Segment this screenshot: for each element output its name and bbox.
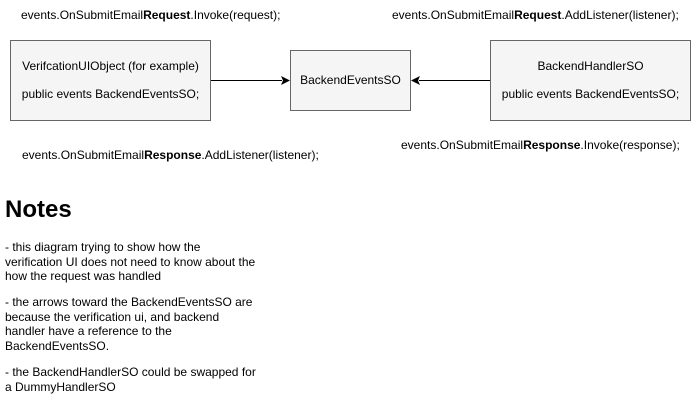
box-title: BackendEventsSO bbox=[300, 73, 401, 87]
verification-ui-object-box: VerifcationUIObject (for example) public… bbox=[10, 40, 211, 121]
response-invoke-label: events.OnSubmitEmailResponse.Invoke(resp… bbox=[401, 138, 680, 152]
label-text: events.OnSubmitEmail bbox=[401, 138, 524, 152]
request-addlistener-label: events.OnSubmitEmailRequest.AddListener(… bbox=[392, 8, 679, 22]
label-text: .Invoke(response); bbox=[580, 138, 680, 152]
label-text: events.OnSubmitEmail bbox=[22, 148, 145, 162]
label-text: events.OnSubmitEmail bbox=[21, 8, 144, 22]
box-title: VerifcationUIObject (for example) bbox=[22, 59, 199, 73]
response-addlistener-label: events.OnSubmitEmailResponse.AddListener… bbox=[22, 148, 319, 162]
backend-events-so-box: BackendEventsSO bbox=[290, 50, 411, 111]
label-text: .AddListener(listener); bbox=[201, 148, 319, 162]
notes-heading: Notes bbox=[5, 196, 72, 223]
label-bold-text: Response bbox=[144, 148, 202, 162]
ui-to-events-arrowhead bbox=[281, 76, 290, 85]
note-item: - the BackendHandlerSO could be swapped … bbox=[5, 365, 256, 394]
note-item: - the arrows toward the BackendEventsSO … bbox=[5, 295, 253, 353]
label-text: .Invoke(request); bbox=[190, 8, 281, 22]
box-field: public events BackendEventsSO; bbox=[501, 87, 680, 101]
box-title: BackendHandlerSO bbox=[537, 59, 644, 73]
label-text: events.OnSubmitEmail bbox=[392, 8, 515, 22]
handler-to-events-arrowhead bbox=[411, 76, 420, 85]
note-item: - this diagram trying to show how the ve… bbox=[5, 240, 256, 283]
label-bold-text: Response bbox=[523, 138, 581, 152]
label-bold-text: Request bbox=[514, 8, 562, 22]
label-text: .AddListener(listener); bbox=[561, 8, 679, 22]
label-bold-text: Request bbox=[143, 8, 191, 22]
box-field: public events BackendEventsSO; bbox=[21, 87, 200, 101]
request-invoke-label: events.OnSubmitEmailRequest.Invoke(reque… bbox=[21, 8, 280, 22]
backend-handler-so-box: BackendHandlerSO public events BackendEv… bbox=[490, 40, 691, 121]
